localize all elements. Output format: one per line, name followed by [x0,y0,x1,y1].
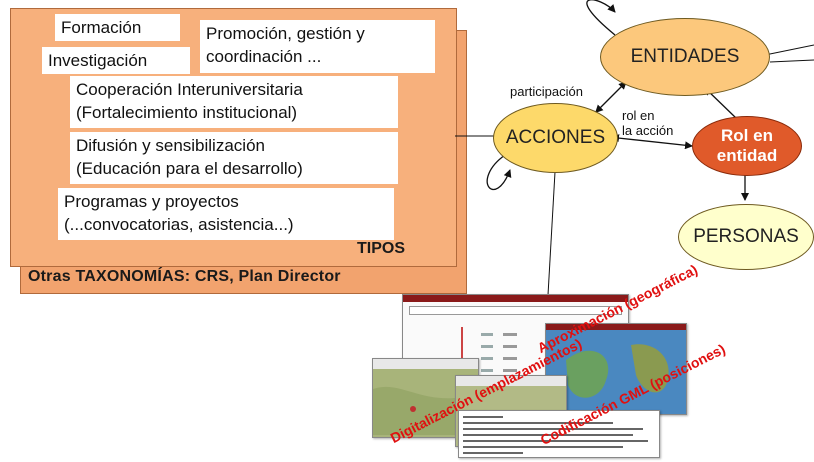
edge-rol-accion [611,134,693,150]
box-promocion: Promoción, gestión y coordinación ... [200,20,435,73]
investigacion-text: Investigación [48,51,148,70]
node-personas: PERSONAS [678,204,814,270]
rol-accion-line2: la acción [622,123,674,138]
box-programas: Programas y proyectos (...convocatorias,… [58,188,394,240]
tipos-label: TIPOS [357,240,406,257]
node-acciones: ACCIONES [493,103,618,173]
node-rol-entidad: Rol en entidad [692,116,802,176]
edge-entidades-right-1 [764,44,814,56]
difusion-line2: (Educación para el desarrollo) [76,159,303,178]
difusion-line1: Difusión y sensibilización [76,136,265,155]
formacion-text: Formación [61,18,142,37]
screenshot-map-land [566,344,669,398]
rol-accion-line1: rol en [622,108,655,123]
box-cooperacion: Cooperación Interuniversitaria (Fortalec… [70,76,398,128]
box-difusion: Difusión y sensibilización (Educación pa… [70,132,398,184]
screenshot-terrain-fill [373,386,478,435]
acciones-text: ACCIONES [505,127,606,148]
edge-entidades-self [586,0,616,36]
edge-acciones-self [486,154,512,191]
edge-participacion [595,81,627,113]
rol-line1: Rol en [721,126,773,145]
screenshot-map-header [546,324,686,330]
screenshot-terrain2-toolbar [456,376,566,386]
otras-taxonomias-label: Otras TAXONOMÍAS: CRS, Plan Director [28,268,341,285]
label-participacion: participación [510,84,583,99]
cooperacion-line1: Cooperación Interuniversitaria [76,80,303,99]
screenshot-list-searchbar [409,306,622,315]
edge-acciones-geo [547,171,556,296]
screenshot-map-world [545,323,687,415]
entidades-text: ENTIDADES [630,46,740,67]
screenshot-terrain-toolbar [373,359,478,369]
programas-line1: Programas y proyectos [64,192,239,211]
cooperacion-line2: (Fortalecimiento institucional) [76,103,298,122]
promocion-line1: Promoción, gestión y [206,24,365,43]
rol-line2: entidad [716,146,778,165]
programas-line2: (...convocatorias, asistencia...) [64,215,294,234]
edge-entidades-right-2 [769,59,814,63]
box-investigacion: Investigación [42,47,190,74]
node-entidades: ENTIDADES [600,18,770,96]
personas-text: PERSONAS [693,226,799,247]
screenshot-list-header [403,295,628,302]
box-formacion: Formación [55,14,180,41]
screenshot-gml-lines [463,416,648,454]
screenshot-gml-code [458,410,660,458]
promocion-line2: coordinación ... [206,47,322,66]
label-rol-accion: rol en la acción [622,108,673,138]
